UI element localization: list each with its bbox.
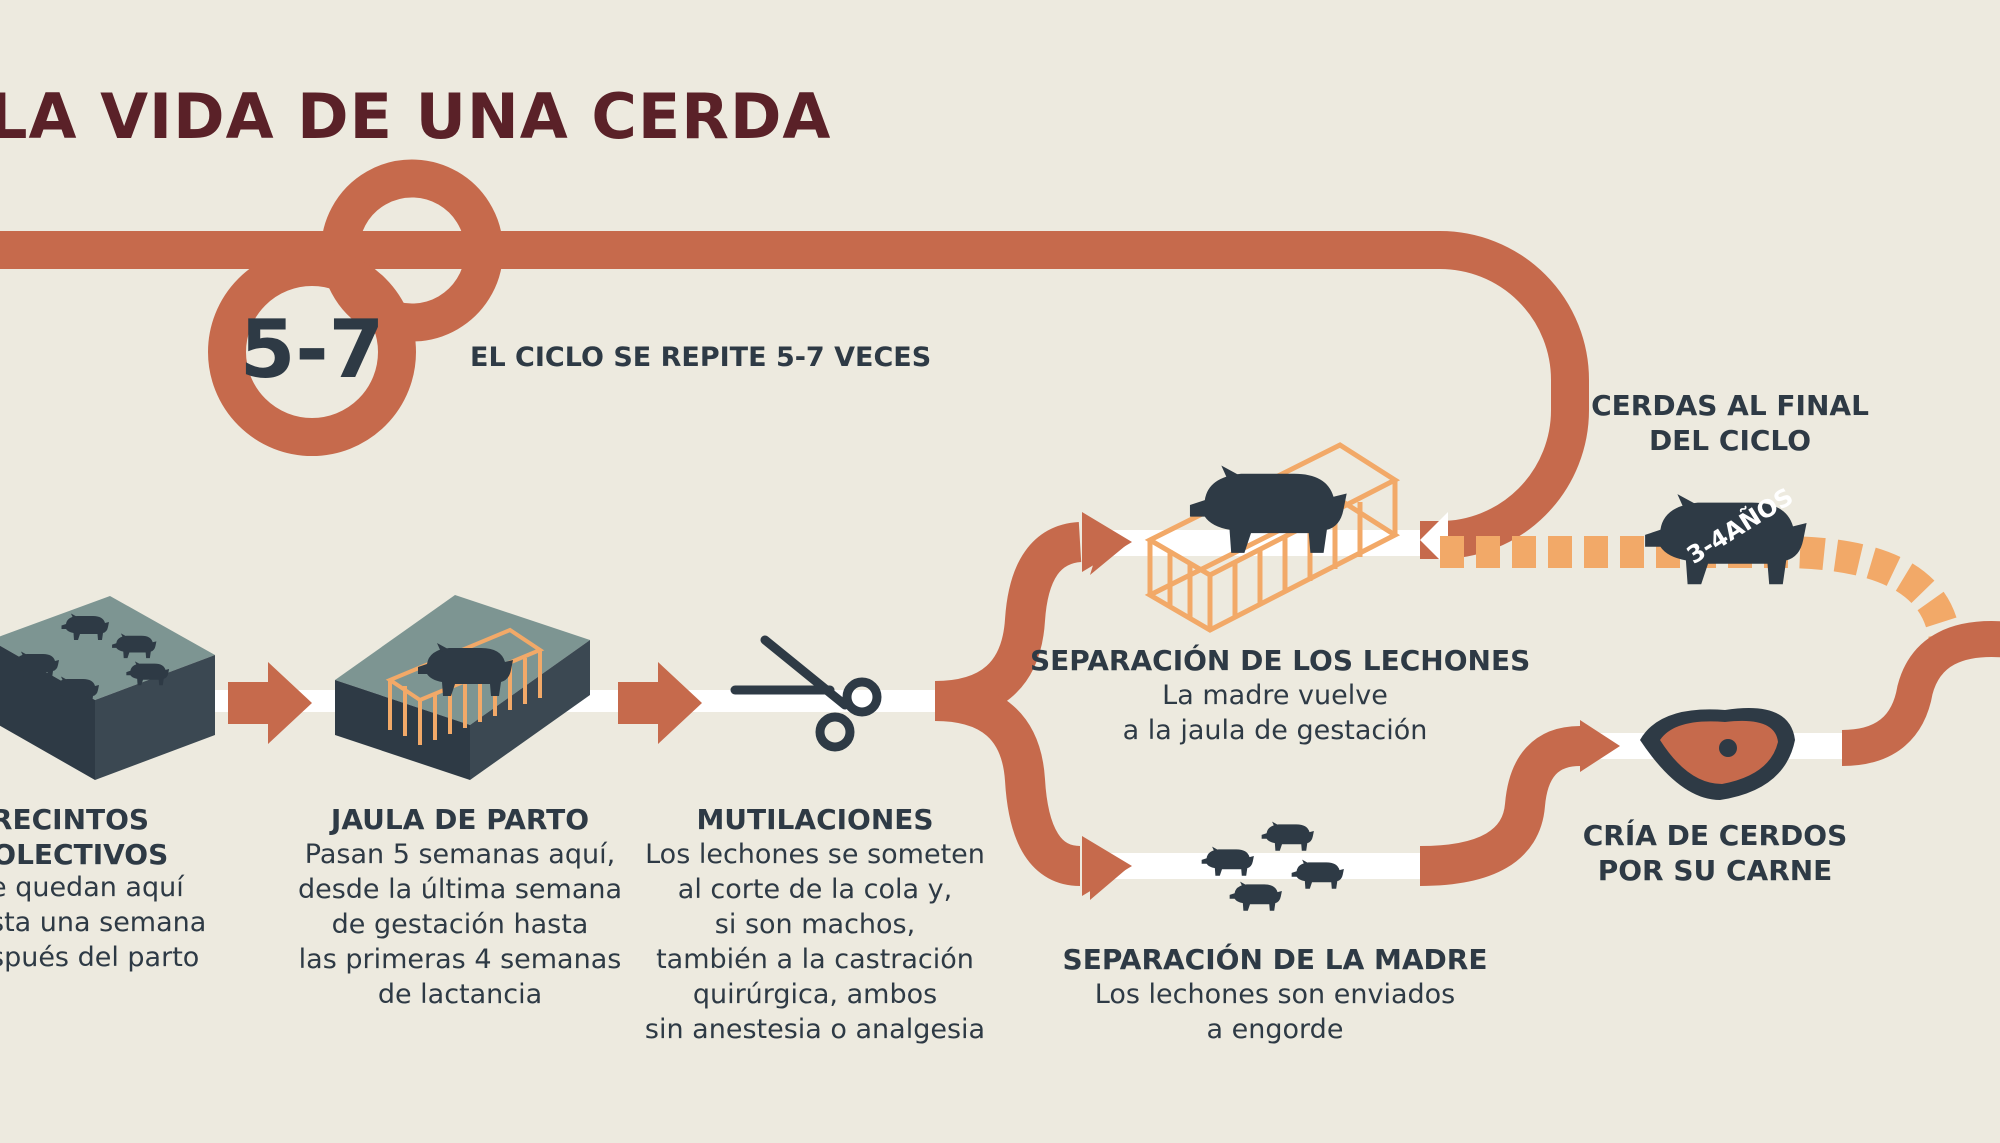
jaula-parto-text: JAULA DE PARTO Pasan 5 semanas aquí, des…	[297, 803, 623, 1010]
recintos-desc: e quedan aquí sta una semana spués del p…	[0, 872, 207, 973]
gestation-crate-icon	[1144, 442, 1401, 633]
cerdas-final-heading: CERDAS AL FINAL DEL CICLO	[1591, 389, 1869, 457]
recintos-box-icon	[0, 596, 215, 780]
branch	[934, 522, 1582, 886]
cria-cerdos-heading: CRÍA DE CERDOS POR SU CARNE	[1582, 819, 1848, 887]
cycle-badge: 5-7	[239, 303, 385, 396]
farrowing-crate-icon	[335, 595, 590, 780]
separacion-lechones-text: SEPARACIÓN DE LOS LECHONES La madre vuel…	[1030, 644, 1531, 746]
recintos-heading: RECINTOS COLECTIVOS	[0, 803, 169, 871]
lower-track	[1090, 853, 1435, 879]
scissors-icon	[730, 635, 882, 752]
page-title: LA VIDA DE UNA CERDA	[0, 80, 832, 153]
arrow-2	[618, 662, 702, 744]
arrow-cria	[1580, 720, 1620, 772]
cycle-ring	[208, 248, 416, 456]
separacion-madre-text: SEPARACIÓN DE LA MADRE Los lechones son …	[1062, 943, 1488, 1045]
dashed-path	[1440, 536, 1961, 643]
meat-icon	[1640, 708, 1795, 800]
arrow-upper	[1082, 512, 1132, 572]
mutilaciones-text: MUTILACIONES Los lechones se someten al …	[644, 803, 986, 1045]
arrow-1	[228, 662, 312, 744]
cycle-label: EL CICLO SE REPITE 5-7 VECES	[470, 342, 932, 373]
arrow-lower	[1082, 836, 1132, 896]
exit-path	[1841, 621, 2000, 766]
